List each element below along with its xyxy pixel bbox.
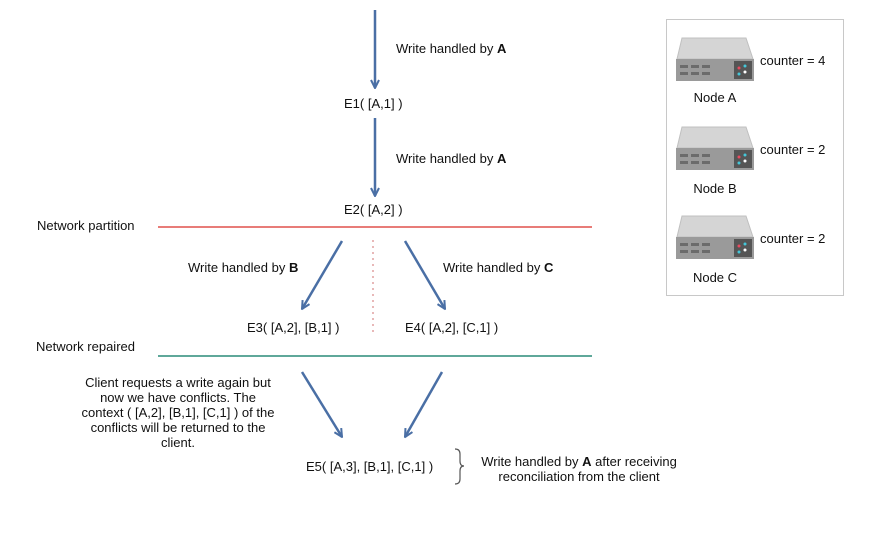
- event-e3: E3( [A,2], [B,1] ): [247, 320, 340, 335]
- node-c-counter: counter = 2: [760, 231, 826, 246]
- node-b-counter: counter = 2: [760, 142, 826, 157]
- node-a-counter: counter = 4: [760, 53, 826, 68]
- event-e5: E5( [A,3], [B,1], [C,1] ): [306, 459, 434, 474]
- write-label-2: Write handled by A: [396, 151, 507, 166]
- node-b-name: Node B: [693, 181, 737, 196]
- arrow-e4-to-e5: [405, 371, 444, 437]
- write-label-3: Write handled by B: [188, 260, 299, 275]
- event-e1: E1( [A,1] ): [344, 96, 403, 111]
- node-a-name: Node A: [693, 90, 737, 105]
- network-partition-label: Network partition: [37, 218, 135, 233]
- server-icon: [675, 35, 755, 88]
- client-note: Client requests a write again but now we…: [81, 375, 275, 450]
- write-label-5: Write handled by A after receiving recon…: [481, 454, 677, 484]
- event-e4: E4( [A,2], [C,1] ): [405, 320, 499, 335]
- write-label-1: Write handled by A: [396, 41, 507, 56]
- server-icon: [675, 124, 755, 177]
- curly-brace-icon: [454, 448, 465, 485]
- arrow-e3-to-e5: [300, 371, 342, 437]
- node-c-name: Node C: [692, 270, 738, 285]
- arrow-e2-to-e3: [302, 240, 344, 309]
- network-repaired-label: Network repaired: [36, 339, 135, 354]
- node-legend: Node A counter = 4 Node B counter = 2 No…: [666, 19, 844, 296]
- server-icon: [675, 213, 755, 266]
- arrow-e2-to-e4: [403, 240, 445, 309]
- event-e2: E2( [A,2] ): [344, 202, 403, 217]
- write-label-4: Write handled by C: [443, 260, 554, 275]
